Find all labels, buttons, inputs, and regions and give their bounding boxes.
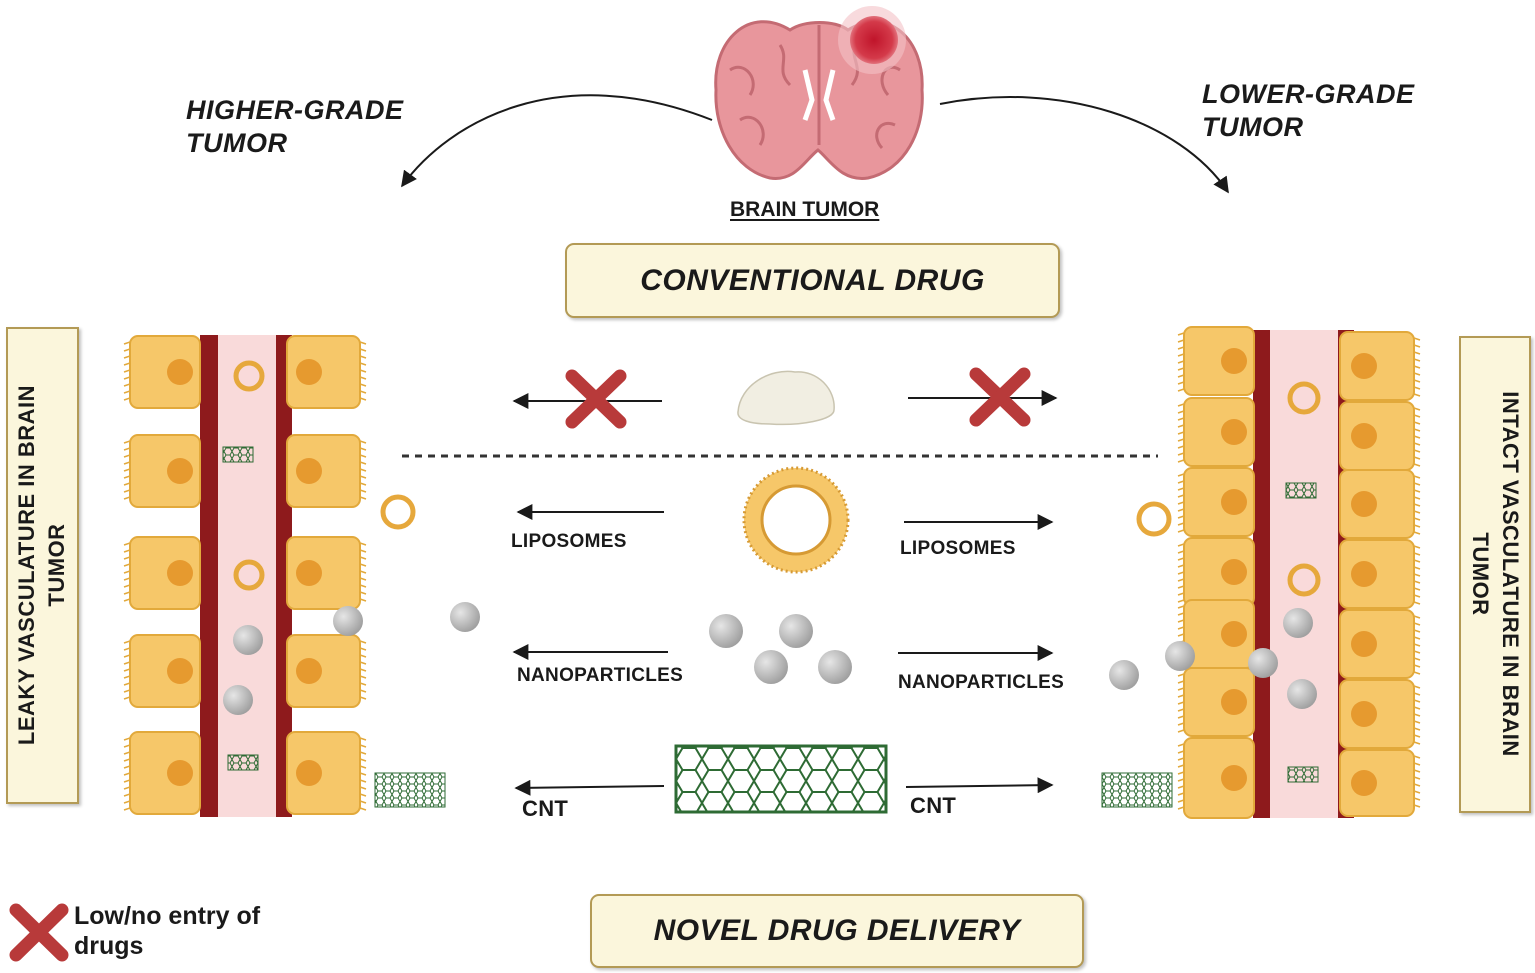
cnt-label-right: CNT xyxy=(910,793,957,818)
arrow-to-higher-grade xyxy=(401,94,713,188)
endothelial-cell xyxy=(123,335,201,409)
cnt-arrow-left xyxy=(514,779,665,796)
endothelial-cell xyxy=(286,634,367,708)
endothelial-cell xyxy=(1177,537,1255,607)
brain-tumor-illustration xyxy=(714,6,924,180)
endothelial-cell xyxy=(1339,401,1421,471)
nanoparticles-label-left: NANOPARTICLES xyxy=(517,665,684,686)
carbon-nanotube xyxy=(674,744,888,814)
leaky-vasculature-panel: LEAKY VASCULATURE IN BRAIN TUMOR xyxy=(6,327,79,804)
endothelial-cell xyxy=(123,731,201,815)
endothelial-cell xyxy=(1339,749,1421,817)
intact-vessel-contents xyxy=(1101,381,1321,808)
nanoparticles-label-right: NANOPARTICLES xyxy=(898,672,1065,693)
brain-tumor-caption: BRAIN TUMOR xyxy=(730,198,880,221)
leaky-vessel-contents xyxy=(222,360,480,808)
intact-vessel xyxy=(1253,330,1354,818)
novel-drug-delivery-title: NOVEL DRUG DELIVERY xyxy=(653,914,1021,947)
endothelial-cell xyxy=(1177,397,1255,467)
endothelial-cell xyxy=(123,434,201,508)
legend-cross-icon xyxy=(9,903,69,962)
cnt-label-left: CNT xyxy=(522,796,569,821)
liposome xyxy=(742,466,850,574)
liposomes-label-left: LIPOSOMES xyxy=(511,531,627,552)
endothelial-cell xyxy=(286,434,367,508)
endothelial-cell xyxy=(1177,326,1255,396)
endothelial-cell xyxy=(1339,331,1421,401)
endothelial-cell xyxy=(1339,609,1421,679)
conventional-drug-title: CONVENTIONAL DRUG xyxy=(640,263,985,297)
right-endothelial-cells xyxy=(1177,326,1421,819)
blocked-cross-right xyxy=(969,367,1031,427)
leaky-vasculature-label: LEAKY VASCULATURE IN BRAIN TUMOR xyxy=(14,384,69,746)
endothelial-cell xyxy=(286,536,367,610)
liposomes-label-right: LIPOSOMES xyxy=(900,538,1016,559)
intact-vasculature-panel: INTACT VASCULATURE IN BRAIN TUMOR xyxy=(1459,336,1531,813)
intact-vasculature-label: INTACT VASCULATURE IN BRAIN TUMOR xyxy=(1468,391,1523,757)
endothelial-cell xyxy=(286,335,367,409)
blocked-cross-left xyxy=(565,369,627,429)
nanoparticles-cluster xyxy=(709,614,852,684)
leaky-vessel xyxy=(200,335,292,817)
cnt-arrow-right xyxy=(905,777,1054,794)
endothelial-cell xyxy=(286,731,367,815)
endothelial-cell xyxy=(123,536,201,610)
endothelial-cell xyxy=(1339,469,1421,539)
endothelial-cell xyxy=(1177,737,1255,819)
legend-label: Low/no entry of drugs xyxy=(74,902,261,960)
endothelial-cell xyxy=(1339,679,1421,749)
conventional-drug-powder xyxy=(737,370,835,426)
lower-grade-label: LOWER-GRADE TUMOR xyxy=(1202,79,1415,142)
conventional-drug-box: CONVENTIONAL DRUG xyxy=(565,243,1060,318)
endothelial-cell xyxy=(1339,539,1421,609)
left-endothelial-cells xyxy=(123,335,367,815)
higher-grade-label: HIGHER-GRADE TUMOR xyxy=(186,95,404,158)
novel-drug-delivery-box: NOVEL DRUG DELIVERY xyxy=(590,894,1084,968)
endothelial-cell xyxy=(1177,467,1255,537)
endothelial-cell xyxy=(1177,667,1255,737)
endothelial-cell xyxy=(123,634,201,708)
arrow-to-lower-grade xyxy=(939,96,1229,194)
